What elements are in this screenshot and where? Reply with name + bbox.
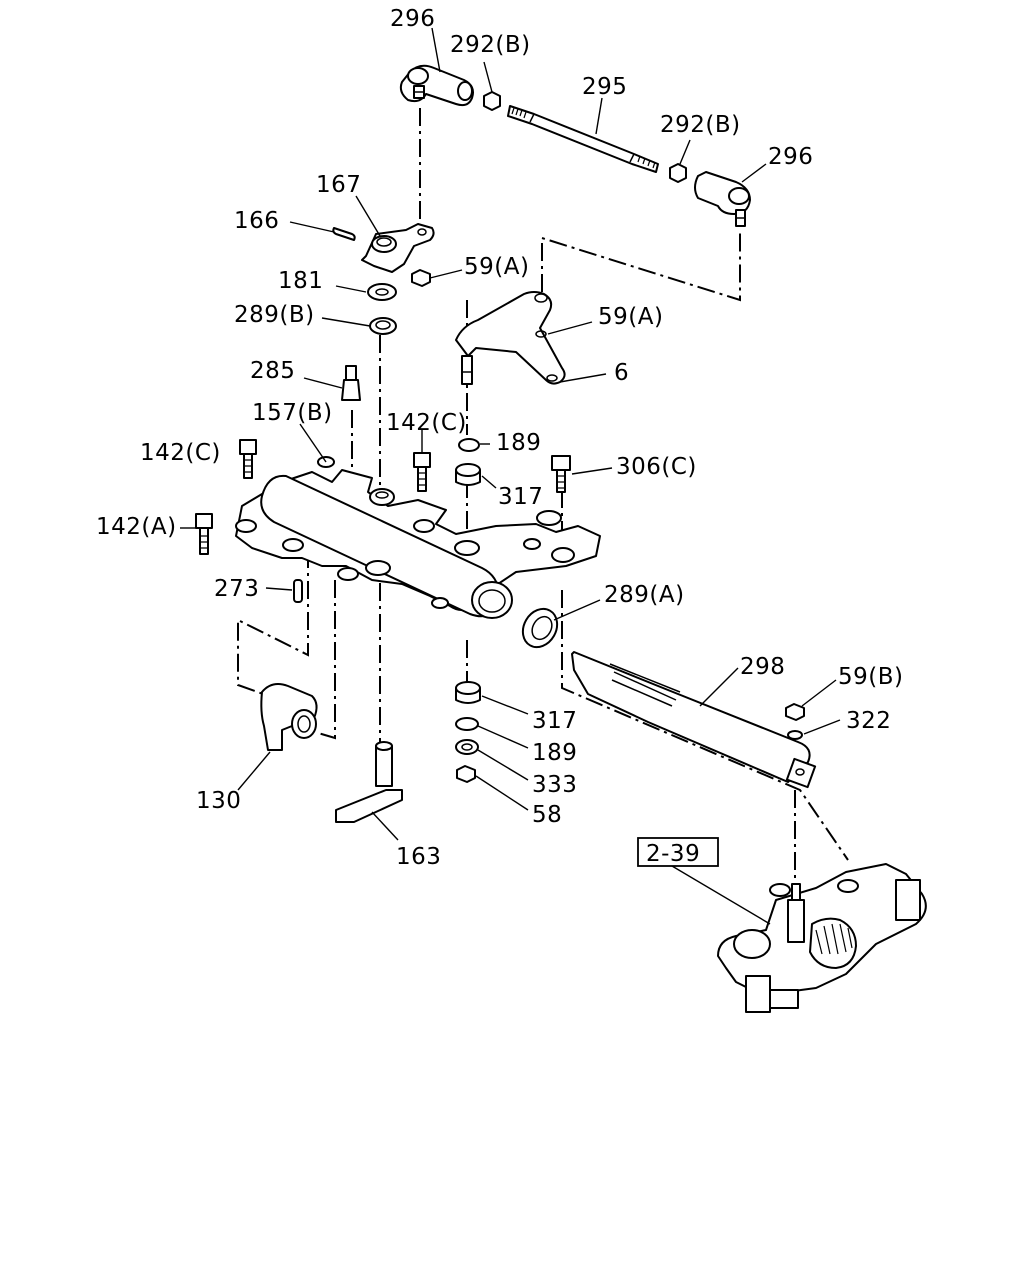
- leader-lines: [180, 27, 841, 925]
- part-295-rod: [507, 105, 659, 173]
- label-167: 167: [316, 172, 361, 198]
- label-130: 130: [196, 788, 241, 814]
- reference-box-2-39[interactable]: 2-39: [637, 837, 719, 867]
- label-6: 6: [614, 360, 629, 386]
- part-142a-bolt: [195, 513, 213, 555]
- label-58: 58: [532, 802, 562, 828]
- label-59b: 59(B): [838, 664, 904, 690]
- label-189-upper: 189: [496, 430, 541, 456]
- label-292b-upper: 292(B): [450, 32, 531, 58]
- part-166-pin: [332, 227, 356, 241]
- label-142c-center: 142(C): [386, 410, 467, 436]
- part-273-pin: [293, 579, 303, 603]
- part-296-right: [694, 171, 751, 227]
- part-58-nut: [456, 765, 476, 783]
- label-317-upper: 317: [498, 484, 543, 510]
- label-163: 163: [396, 844, 441, 870]
- part-189-oring-upper: [458, 438, 480, 452]
- part-317-bush-upper: [455, 463, 481, 486]
- reference-label-2-39: 2-39: [646, 841, 700, 867]
- label-292b-right: 292(B): [660, 112, 741, 138]
- label-59a-upper: 59(A): [464, 254, 529, 280]
- part-6-bracket: [455, 291, 566, 385]
- label-189-lower: 189: [532, 740, 577, 766]
- part-289a-seal: [521, 607, 559, 649]
- part-189-oring-lower: [455, 717, 479, 731]
- label-142a: 142(A): [96, 514, 177, 540]
- part-130-lever: [260, 683, 318, 751]
- label-157b: 157(B): [252, 400, 333, 426]
- part-296-upper: [399, 64, 474, 107]
- label-289b: 289(B): [234, 302, 315, 328]
- label-273: 273: [214, 576, 259, 602]
- part-322-washer: [787, 730, 803, 740]
- label-296-right: 296: [768, 144, 813, 170]
- part-317-bush-lower: [455, 681, 481, 704]
- part-333-washer: [455, 739, 479, 755]
- label-317-lower: 317: [532, 708, 577, 734]
- part-292b-nuts: [483, 91, 687, 183]
- part-306c-bolt: [551, 455, 571, 493]
- part-163-arm: [335, 741, 403, 823]
- steering-box-assembly: [717, 863, 927, 1013]
- part-157b-housing: [235, 456, 601, 619]
- label-166: 166: [234, 208, 279, 234]
- label-285: 285: [250, 358, 295, 384]
- label-298: 298: [740, 654, 785, 680]
- part-59a-nut-upper: [411, 269, 431, 287]
- label-142c-left: 142(C): [140, 440, 221, 466]
- part-285-grease-nipple: [341, 365, 361, 401]
- part-142c-bolt-center: [413, 452, 431, 492]
- callout-labels: 296 292(B) 295 292(B) 296 167 166 181 59…: [96, 6, 904, 870]
- label-295: 295: [582, 74, 627, 100]
- part-181-washer: [367, 283, 397, 301]
- part-289b-seal: [369, 317, 397, 335]
- part-59b-nut: [785, 703, 805, 721]
- part-142c-bolt-left: [239, 439, 257, 479]
- label-322: 322: [846, 708, 891, 734]
- part-298-shaft: [571, 651, 817, 789]
- part-167-lever: [361, 223, 435, 273]
- label-181: 181: [278, 268, 323, 294]
- label-333: 333: [532, 772, 577, 798]
- label-306c: 306(C): [616, 454, 697, 480]
- label-296-upper: 296: [390, 6, 435, 32]
- label-289a: 289(A): [604, 582, 685, 608]
- label-59a-bracket: 59(A): [598, 304, 663, 330]
